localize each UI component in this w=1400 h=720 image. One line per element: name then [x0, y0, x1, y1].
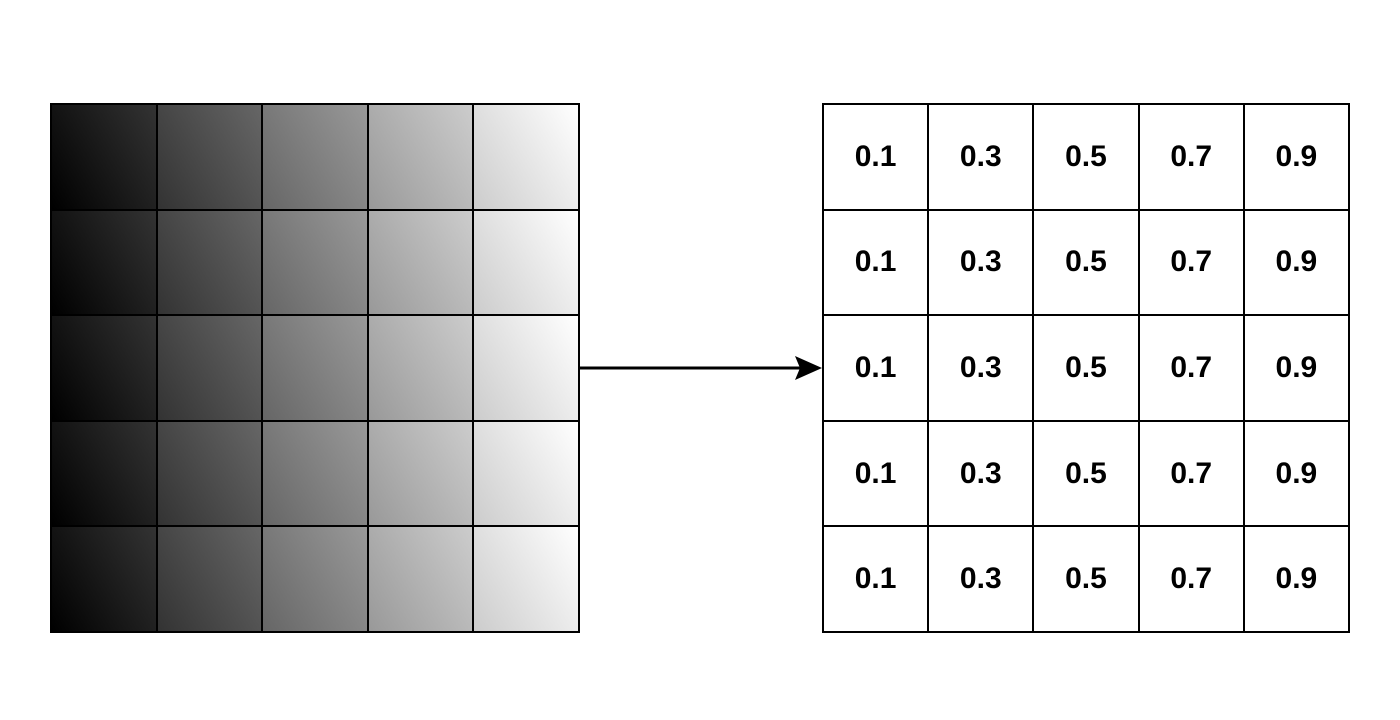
value-cell: 0.3	[928, 526, 1034, 632]
value-cell: 0.1	[823, 526, 929, 632]
pixel-cell	[367, 315, 474, 421]
pixel-cell	[367, 104, 474, 210]
value-cell: 0.3	[928, 209, 1034, 316]
pixel-cell	[262, 104, 368, 210]
value-cell: 0.9	[1243, 526, 1349, 632]
value-cell: 0.9	[1243, 104, 1349, 210]
pixel-cell	[156, 104, 263, 210]
pixel-cell	[156, 420, 263, 527]
value-cell: 0.3	[928, 104, 1034, 210]
value-cell: 0.7	[1138, 315, 1244, 421]
pixel-cell	[473, 209, 579, 316]
value-cell: 0.7	[1138, 526, 1244, 632]
value-cell: 0.5	[1033, 209, 1139, 316]
pixel-cell	[156, 209, 263, 316]
value-cell: 0.1	[823, 209, 929, 316]
pixel-cell	[473, 104, 579, 210]
pixel-cell	[473, 315, 579, 421]
pixel-cell	[51, 315, 157, 421]
value-cell: 0.5	[1033, 420, 1139, 527]
pixel-cell	[262, 315, 368, 421]
pixel-cell	[51, 209, 157, 316]
pixel-cell	[473, 420, 579, 527]
value-cell: 0.1	[823, 420, 929, 527]
pixel-cell	[262, 209, 368, 316]
value-cell: 0.1	[823, 104, 929, 210]
pixel-cell	[367, 526, 474, 632]
pixel-cell	[262, 526, 368, 632]
value-cell: 0.5	[1033, 526, 1139, 632]
value-cell: 0.7	[1138, 209, 1244, 316]
arrow-head-icon	[795, 356, 822, 380]
pixel-cell	[367, 209, 474, 316]
pixel-cell	[473, 526, 579, 632]
pixel-cell	[51, 420, 157, 527]
value-cell: 0.9	[1243, 315, 1349, 421]
pixel-cell	[156, 315, 263, 421]
value-cell: 0.9	[1243, 420, 1349, 527]
value-cell: 0.9	[1243, 209, 1349, 316]
pixel-cell	[156, 526, 263, 632]
pixel-cell	[367, 420, 474, 527]
value-cell: 0.5	[1033, 315, 1139, 421]
value-cell: 0.5	[1033, 104, 1139, 210]
arrow	[580, 356, 822, 380]
pixel-cell	[262, 420, 368, 527]
pixel-cell	[51, 104, 157, 210]
value-cell: 0.3	[928, 315, 1034, 421]
value-cell: 0.1	[823, 315, 929, 421]
value-cell: 0.7	[1138, 104, 1244, 210]
pixel-cell	[51, 526, 157, 632]
value-cell: 0.7	[1138, 420, 1244, 527]
value-cell: 0.3	[928, 420, 1034, 527]
pixel-grid	[50, 103, 580, 633]
